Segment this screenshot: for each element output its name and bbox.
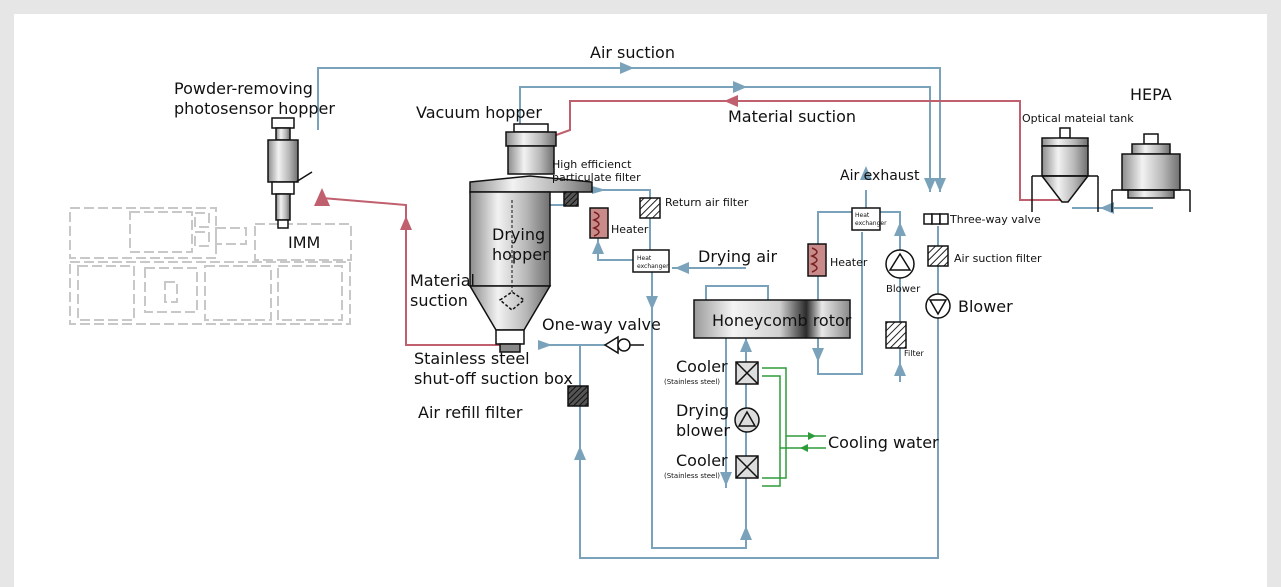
powder-removing-hopper <box>267 117 313 229</box>
filter-small-box <box>885 321 907 349</box>
drying-hopper <box>468 123 593 353</box>
label-stainless-2: shut-off suction box <box>414 369 573 388</box>
label-return-air-filter: Return air filter <box>665 196 749 209</box>
label-heat-exchanger-r1: Heat <box>855 212 870 219</box>
label-drying-air: Drying air <box>698 247 777 266</box>
blower-right-icon <box>925 293 951 319</box>
label-stainless-1: Stainless steel <box>414 349 530 368</box>
heat-exchanger-right <box>851 207 881 231</box>
drying-system-diagram: Air suction Powder-removing photosensor … <box>69 43 1191 559</box>
label-drying-hopper-2: hopper <box>492 245 549 264</box>
label-high-eff-1: High efficienct <box>552 158 632 171</box>
material-lines <box>321 100 1068 346</box>
three-way-valve-icon <box>923 213 949 225</box>
label-material-suction-top: Material suction <box>728 107 856 126</box>
label-air-exhaust: Air exhaust <box>840 168 920 184</box>
label-air-suction-top: Air suction <box>590 43 675 62</box>
air-arrows <box>538 62 1114 540</box>
label-heater-left: Heater <box>611 223 649 236</box>
drying-blower-icon <box>734 407 760 433</box>
label-blower-small: Blower <box>886 284 921 295</box>
label-one-way-valve: One-way valve <box>542 315 661 334</box>
label-air-suction-filter: Air suction filter <box>954 252 1042 265</box>
heater-right <box>807 243 827 277</box>
label-material-suction-left-1: Material <box>410 271 475 290</box>
hepa-unit <box>1111 133 1191 212</box>
label-powder-removing-1: Powder-removing <box>174 79 313 98</box>
label-heater-right: Heater <box>830 256 868 269</box>
label-heat-exchanger-r2: exchanger <box>855 220 887 227</box>
material-arrows <box>314 95 738 230</box>
label-cooler-top-sub: (Stainless steel) <box>664 378 720 386</box>
cooling-water-arrows <box>800 432 816 452</box>
label-imm: IMM <box>288 233 320 252</box>
air-suction-filter-box <box>927 245 949 267</box>
air-refill-filter-box <box>567 385 589 407</box>
label-cooler-bottom: Cooler <box>676 451 728 470</box>
label-optical-tank: Optical mateial tank <box>1022 112 1134 125</box>
label-cooler-top: Cooler <box>676 357 728 376</box>
imm-machine <box>69 207 352 325</box>
label-drying-hopper-1: Drying <box>492 225 545 244</box>
high-efficiency-filter <box>563 191 579 207</box>
label-filter-small: Filter <box>904 349 925 358</box>
label-three-way-valve: Three-way valve <box>949 213 1041 226</box>
label-vacuum-hopper: Vacuum hopper <box>416 103 542 122</box>
label-drying-blower-2: blower <box>676 421 730 440</box>
diagram-frame: Air suction Powder-removing photosensor … <box>14 14 1267 587</box>
label-drying-blower-1: Drying <box>676 401 729 420</box>
honeycomb-rotor-box <box>693 299 851 339</box>
label-cooler-bottom-sub: (Stainless steel) <box>664 472 720 480</box>
label-honeycomb-rotor: Honeycomb rotor <box>712 311 852 330</box>
label-heat-exchanger-2: exchanger <box>637 263 669 270</box>
cooler-bottom-icon <box>735 455 759 479</box>
label-high-eff-2: particulate filter <box>552 171 641 184</box>
label-powder-removing-2: photosensor hopper <box>174 99 335 118</box>
label-hepa: HEPA <box>1130 85 1172 104</box>
label-heat-exchanger-1: Heat <box>637 255 652 262</box>
label-cooling-water: Cooling water <box>828 433 939 452</box>
heat-exchanger-left <box>632 249 670 273</box>
cooler-top-icon <box>735 361 759 385</box>
blower-small-icon <box>885 249 915 279</box>
label-material-suction-left-2: suction <box>410 291 468 310</box>
label-air-refill-filter: Air refill filter <box>418 403 523 422</box>
optical-material-tank <box>1031 127 1099 212</box>
one-way-valve-icon <box>603 335 644 355</box>
cooling-water-lines <box>762 367 826 487</box>
label-blower-right: Blower <box>958 297 1013 316</box>
heater-left <box>589 207 609 239</box>
return-air-filter-box <box>639 197 661 219</box>
labels: Air suction Powder-removing photosensor … <box>174 43 1172 480</box>
